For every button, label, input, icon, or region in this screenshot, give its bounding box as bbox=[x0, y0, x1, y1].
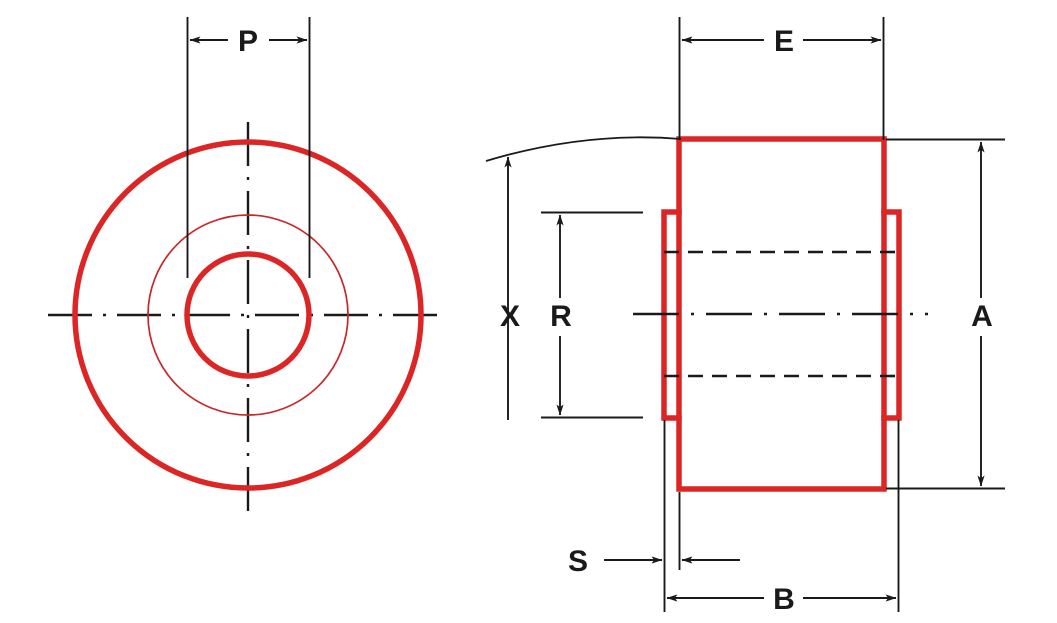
dimension-label-b: B bbox=[773, 583, 795, 616]
middle-circle bbox=[147, 214, 349, 416]
dimension-label-x: X bbox=[500, 300, 520, 333]
dimension-label-p: P bbox=[238, 25, 258, 58]
left-view-group: P bbox=[48, 17, 448, 512]
x-curved-leader-line bbox=[485, 136, 682, 162]
inner-bore-circle bbox=[184, 251, 312, 379]
dimension-label-a: A bbox=[971, 300, 993, 333]
dimension-label-e: E bbox=[774, 25, 794, 58]
right-view-group: E X R A B S bbox=[485, 17, 1005, 616]
body-outline bbox=[676, 136, 887, 492]
dimension-label-r: R bbox=[550, 300, 572, 333]
outer-circle bbox=[72, 139, 424, 491]
right-flange-outline bbox=[881, 209, 902, 421]
dimension-label-s: S bbox=[568, 545, 588, 578]
